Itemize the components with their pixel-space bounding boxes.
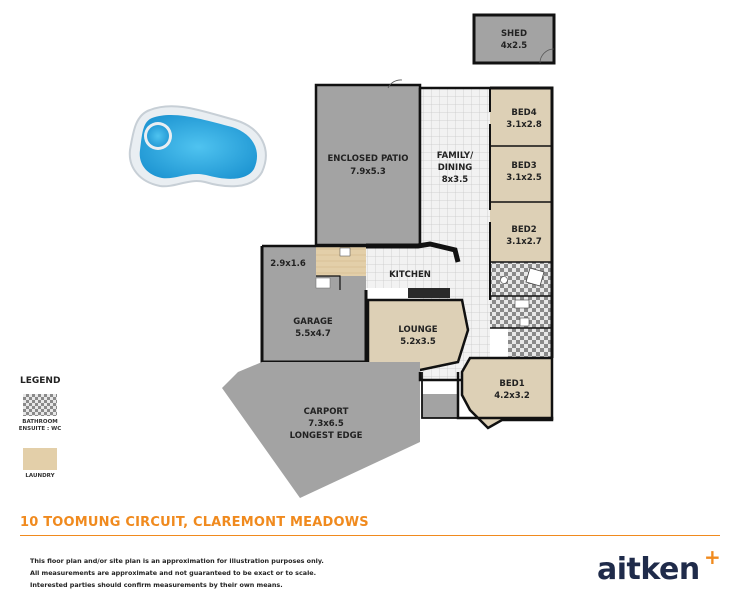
divider (20, 535, 720, 536)
pool (128, 105, 267, 188)
enclosed-patio: ENCLOSED PATIO 7.9x5.3 (314, 79, 422, 247)
floor-plan: SHED 4x2.5 ENCLOSED PATIO 7.9x5.3 FAMILY… (128, 13, 556, 498)
legend-ensuite-label: ENSUITE : WC (18, 426, 62, 432)
family-size: 8x3.5 (442, 175, 469, 185)
lounge-size: 5.2x3.5 (400, 337, 436, 347)
store-room: 2.9x1.6 (262, 246, 316, 276)
family-name: FAMILY/ (437, 151, 474, 161)
legend-bathroom-label: BATHROOM (22, 419, 58, 425)
carport-size: 7.3x6.5 (308, 419, 344, 429)
shed-size: 4x2.5 (501, 41, 528, 51)
address-title: 10 TOOMUNG CIRCUIT, CLAREMONT MEADOWS (20, 515, 369, 530)
legend-bathroom-swatch (23, 394, 57, 416)
shed: SHED 4x2.5 (472, 13, 556, 65)
family-name-2: DINING (438, 163, 473, 173)
kitchen: KITCHEN (366, 241, 461, 298)
bed2-size: 3.1x2.7 (506, 237, 542, 247)
carport-note: LONGEST EDGE (290, 431, 363, 441)
shed-name: SHED (501, 29, 527, 39)
bed4-size: 3.1x2.8 (506, 120, 542, 130)
legend-laundry-swatch (23, 448, 57, 470)
bed1-name: BED1 (499, 379, 524, 389)
bathroom (490, 262, 552, 358)
bed3-size: 3.1x2.5 (506, 173, 542, 183)
kitchen-name: KITCHEN (389, 270, 431, 280)
brand-logo: aitken (597, 552, 700, 587)
garage-size: 5.5x4.7 (295, 329, 331, 339)
patio-size: 7.9x5.3 (350, 167, 386, 177)
disclaimer-line-1: This floor plan and/or site plan is an a… (30, 557, 324, 565)
bed3-name: BED3 (511, 161, 536, 171)
disclaimer-line-2: All measurements are approximate and not… (30, 569, 317, 577)
carport-name: CARPORT (304, 407, 349, 417)
brand-plus-icon: + (704, 545, 721, 569)
bed4-name: BED4 (511, 108, 536, 118)
lounge: LOUNGE 5.2x3.5 (366, 298, 470, 372)
bed2-name: BED2 (511, 225, 536, 235)
patio-name: ENCLOSED PATIO (328, 154, 409, 164)
bed2: BED2 3.1x2.7 (490, 202, 552, 262)
disclaimer-line-3: Interested parties should confirm measur… (30, 581, 283, 589)
lounge-name: LOUNGE (398, 325, 437, 335)
store-size: 2.9x1.6 (270, 259, 306, 269)
bed1-size: 4.2x3.2 (494, 391, 530, 401)
bed4: BED4 3.1x2.8 (490, 88, 552, 146)
garage-name: GARAGE (293, 317, 333, 327)
legend-laundry-label: LAUNDRY (25, 473, 55, 479)
bed3: BED3 3.1x2.5 (490, 146, 552, 202)
garage: GARAGE 5.5x4.7 (260, 244, 368, 364)
legend-title: LEGEND (20, 376, 61, 386)
laundry (316, 246, 366, 276)
carport: CARPORT 7.3x6.5 LONGEST EDGE (222, 362, 420, 498)
